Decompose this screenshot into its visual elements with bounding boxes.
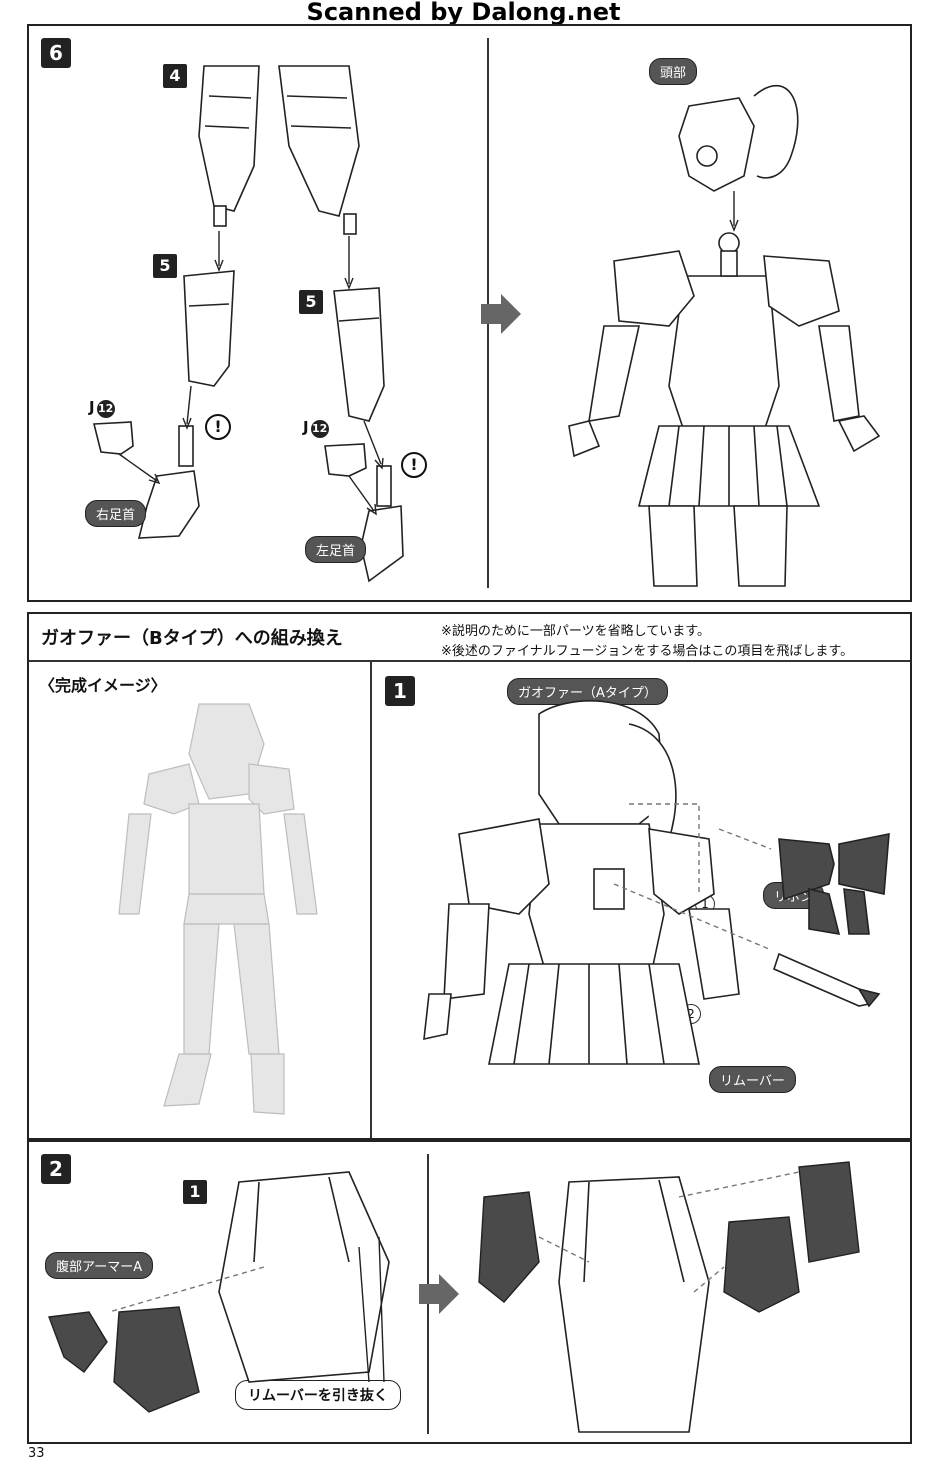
step2-substep-1: 1 bbox=[183, 1180, 207, 1204]
step2-panel: 2 1 腹部アーマーA リムーバーを引き抜く 1 2 bbox=[27, 1140, 912, 1444]
complete-image-illustration bbox=[118, 703, 318, 1115]
section-b-title: ガオファー（Bタイプ）への組み換え bbox=[41, 628, 343, 649]
assembled-figure-illustration bbox=[568, 84, 881, 587]
substep-4: 4 bbox=[163, 64, 187, 88]
warning-icon-left: ! bbox=[401, 452, 427, 478]
step2-left-illustration bbox=[48, 1171, 390, 1413]
step6-panel: 6 4 5 5 bbox=[27, 24, 912, 602]
step2-process-arrow-icon bbox=[419, 1274, 459, 1314]
figure-back-illustration bbox=[423, 700, 890, 1065]
section-b-header-divider bbox=[29, 660, 910, 662]
step2-right-illustration bbox=[478, 1161, 860, 1433]
substep-5-right: 5 bbox=[153, 254, 177, 278]
legs-illustration bbox=[92, 65, 404, 583]
step6-number: 6 bbox=[41, 38, 71, 68]
note-skip-final-fusion: ※後述のファイナルフュージョンをする場合はこの項目を飛ばします。 bbox=[441, 644, 854, 659]
remover-pull-label: リムーバーを引き抜く bbox=[235, 1380, 401, 1410]
scan-credit: Scanned by Dalong.net bbox=[306, 0, 621, 26]
right-ankle-label: 右足首 bbox=[85, 500, 147, 527]
part-ref-number: 12 bbox=[310, 420, 329, 438]
substep-5-left: 5 bbox=[299, 290, 323, 314]
complete-image-label: 〈完成イメージ〉 bbox=[39, 676, 167, 695]
process-arrow-icon bbox=[481, 294, 521, 334]
page-number: 33 bbox=[28, 1446, 45, 1461]
part-ref-number: 12 bbox=[96, 400, 115, 418]
part-ref-letter: J bbox=[89, 398, 95, 416]
section-b-divider bbox=[370, 660, 372, 1138]
part-ref-letter: J bbox=[303, 418, 309, 436]
note-parts-omitted: ※説明のために一部パーツを省略しています。 bbox=[441, 624, 710, 639]
abdomen-armor-a-label: 腹部アーマーA bbox=[45, 1252, 154, 1279]
head-label: 頭部 bbox=[649, 58, 698, 85]
left-ankle-label: 左足首 bbox=[305, 536, 367, 563]
step2-number: 2 bbox=[41, 1154, 71, 1184]
warning-icon-right: ! bbox=[205, 414, 231, 440]
step1-number: 1 bbox=[385, 676, 415, 706]
section-b-panel: ガオファー（Bタイプ）への組み換え ※説明のために一部パーツを省略しています。 … bbox=[27, 612, 912, 1140]
remover-label: リムーバー bbox=[709, 1066, 796, 1093]
